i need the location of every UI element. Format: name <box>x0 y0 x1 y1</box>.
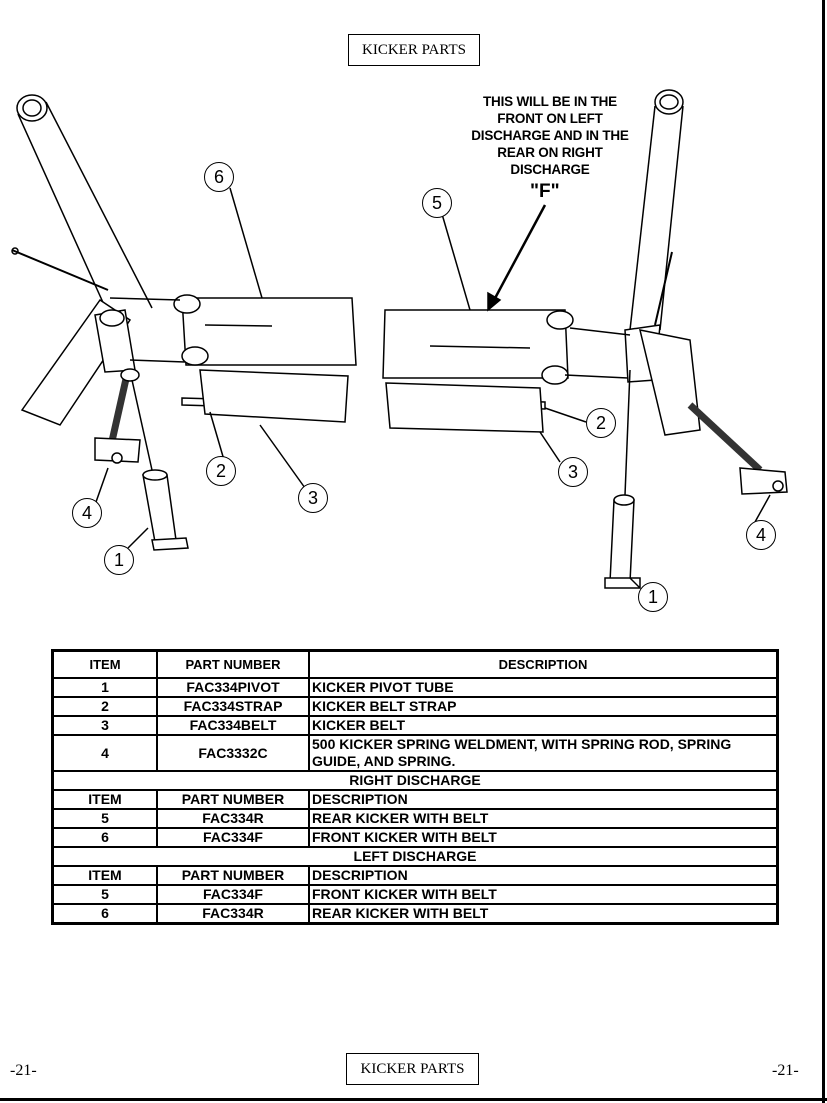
cell-part-number: FAC3332C <box>156 734 310 772</box>
callout-6-left: 6 <box>204 162 234 192</box>
right-assembly <box>382 89 788 589</box>
note-line: REAR ON RIGHT <box>497 145 603 160</box>
cell-part-number: FAC334R <box>156 808 310 829</box>
table-row: 5 FAC334F FRONT KICKER WITH BELT <box>51 884 779 905</box>
cell-part-number: FAC334R <box>156 903 310 925</box>
table-row: 6 FAC334F FRONT KICKER WITH BELT <box>51 827 779 848</box>
section-row-right-discharge: RIGHT DISCHARGE <box>51 770 779 791</box>
cell-description: REAR KICKER WITH BELT <box>308 903 779 925</box>
header-part-number: PART NUMBER <box>156 649 310 679</box>
note-line: THIS WILL BE IN THE <box>483 94 617 109</box>
callout-4-right: 4 <box>746 520 776 550</box>
sub-header-item: ITEM <box>51 865 158 886</box>
cell-item: 6 <box>51 903 158 925</box>
page-border-bottom <box>0 1098 827 1101</box>
note-line: DISCHARGE AND IN THE <box>471 128 629 143</box>
kicker-parts-diagram <box>0 70 827 630</box>
cell-item: 5 <box>51 884 158 905</box>
cell-part-number: FAC334F <box>156 827 310 848</box>
parts-table: ITEM PART NUMBER DESCRIPTION 1 FAC334PIV… <box>51 649 779 925</box>
cell-item: 1 <box>51 677 158 698</box>
cell-description: 500 KICKER SPRING WELDMENT, WITH SPRING … <box>308 734 779 772</box>
table-header-row: ITEM PART NUMBER DESCRIPTION <box>51 649 779 679</box>
cell-part-number: FAC334PIVOT <box>156 677 310 698</box>
section-row-left-discharge: LEFT DISCHARGE <box>51 846 779 867</box>
cell-item: 6 <box>51 827 158 848</box>
sub-header-description: DESCRIPTION <box>308 789 779 810</box>
callout-4-left: 4 <box>72 498 102 528</box>
sub-header-row: ITEM PART NUMBER DESCRIPTION <box>51 789 779 810</box>
discharge-note: THIS WILL BE IN THE FRONT ON LEFT DISCHA… <box>455 93 645 178</box>
sub-header-description: DESCRIPTION <box>308 865 779 886</box>
sub-header-row: ITEM PART NUMBER DESCRIPTION <box>51 865 779 886</box>
callout-1-left: 1 <box>104 545 134 575</box>
page-border-right <box>822 0 825 1103</box>
cell-description: KICKER BELT STRAP <box>308 696 779 717</box>
callout-2-left: 2 <box>206 456 236 486</box>
page-number-right: -21- <box>772 1062 799 1079</box>
note-line: FRONT ON LEFT <box>497 111 603 126</box>
cell-part-number: FAC334BELT <box>156 715 310 736</box>
cell-description: REAR KICKER WITH BELT <box>308 808 779 829</box>
callout-2-right: 2 <box>586 408 616 438</box>
cell-item: 4 <box>51 734 158 772</box>
callout-5-right: 5 <box>422 188 452 218</box>
table-row: 6 FAC334R REAR KICKER WITH BELT <box>51 903 779 925</box>
cell-part-number: FAC334F <box>156 884 310 905</box>
cell-part-number: FAC334STRAP <box>156 696 310 717</box>
cell-item: 2 <box>51 696 158 717</box>
table-row: 3 FAC334BELT KICKER BELT <box>51 715 779 736</box>
note-marker-f: "F" <box>530 181 560 202</box>
header-description: DESCRIPTION <box>308 649 779 679</box>
page-number-left: -21- <box>10 1062 37 1079</box>
header-item: ITEM <box>51 649 158 679</box>
table-row: 4 FAC3332C 500 KICKER SPRING WELDMENT, W… <box>51 734 779 772</box>
sub-header-part-number: PART NUMBER <box>156 865 310 886</box>
cell-item: 5 <box>51 808 158 829</box>
note-line: DISCHARGE <box>510 162 590 177</box>
section-title: RIGHT DISCHARGE <box>51 770 779 791</box>
cell-description: KICKER PIVOT TUBE <box>308 677 779 698</box>
cell-description: FRONT KICKER WITH BELT <box>308 884 779 905</box>
sub-header-part-number: PART NUMBER <box>156 789 310 810</box>
section-title: LEFT DISCHARGE <box>51 846 779 867</box>
table-row: 5 FAC334R REAR KICKER WITH BELT <box>51 808 779 829</box>
callout-1-right: 1 <box>638 582 668 612</box>
cell-description: FRONT KICKER WITH BELT <box>308 827 779 848</box>
callout-3-right: 3 <box>558 457 588 487</box>
sub-header-item: ITEM <box>51 789 158 810</box>
page-title-bottom: KICKER PARTS <box>346 1053 479 1085</box>
cell-description: KICKER BELT <box>308 715 779 736</box>
table-row: 2 FAC334STRAP KICKER BELT STRAP <box>51 696 779 717</box>
table-row: 1 FAC334PIVOT KICKER PIVOT TUBE <box>51 677 779 698</box>
page-title-top: KICKER PARTS <box>348 34 480 66</box>
left-assembly <box>11 94 357 551</box>
cell-item: 3 <box>51 715 158 736</box>
callout-3-left: 3 <box>298 483 328 513</box>
